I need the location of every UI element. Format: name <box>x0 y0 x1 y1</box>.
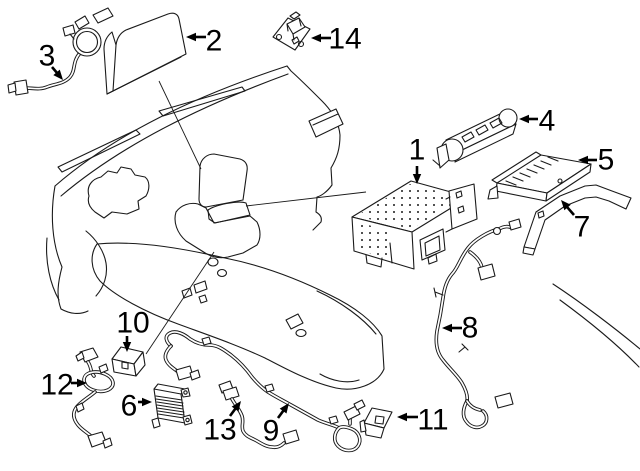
callout-arrow-head <box>519 114 529 124</box>
callout-label: 14 <box>328 23 361 56</box>
callout-label: 10 <box>116 307 149 340</box>
center-console <box>91 242 385 390</box>
callout-label: 8 <box>462 312 479 345</box>
callout-6-finned-module: 6 <box>121 390 152 423</box>
callout-label: 2 <box>206 25 223 58</box>
callout-14-module-with-bracket: 14 <box>311 23 362 56</box>
callout-label: 6 <box>121 390 138 423</box>
callout-arrow-head <box>397 412 407 422</box>
part-3-antenna-cable <box>7 7 114 96</box>
callout-label: 11 <box>417 404 448 437</box>
part-4-radio-control-unit <box>432 108 518 169</box>
callout-arrow-head <box>561 200 571 211</box>
part-2-display-screen <box>103 12 187 95</box>
callout-arrow-head <box>412 174 422 184</box>
callout-arrow-head <box>578 155 588 165</box>
leader-lines <box>145 80 367 355</box>
callout-arrow-head <box>442 323 452 333</box>
callout-arrow-head <box>279 403 289 414</box>
part-1-radio-receiver-unit <box>351 180 478 270</box>
callout-label: 12 <box>40 369 73 402</box>
callout-13-jumper-cable: 13 <box>203 401 241 447</box>
part-7-mounting-bracket <box>522 184 632 256</box>
callout-label: 13 <box>203 414 236 447</box>
center-screen-opening <box>198 153 248 208</box>
part-11-usb-connector-module <box>359 407 393 439</box>
callout-3-antenna-cable: 3 <box>39 40 63 80</box>
callout-8-wiring-harness-main: 8 <box>442 312 478 345</box>
callout-label: 1 <box>409 134 426 167</box>
callout-12-jumper-harness: 12 <box>40 369 87 402</box>
callout-7-mounting-bracket: 7 <box>561 200 590 244</box>
callout-arrow-head <box>142 397 152 407</box>
callout-arrow-head <box>53 69 63 80</box>
callout-arrow-head <box>77 378 87 388</box>
part-13-jumper-cable <box>218 380 300 450</box>
callout-10-small-module-box: 10 <box>116 307 150 352</box>
part-5-amplifier-module <box>487 151 592 202</box>
callout-5-amplifier-module: 5 <box>578 144 614 177</box>
callout-label: 4 <box>539 105 556 138</box>
part-6-finned-module <box>151 383 193 429</box>
callout-4-radio-control-unit: 4 <box>519 105 555 138</box>
callout-arrow-head <box>122 342 132 352</box>
callout-arrow-head <box>186 32 196 42</box>
part-10-small-module-box <box>111 346 146 377</box>
callout-label: 5 <box>598 144 615 177</box>
callout-label: 7 <box>574 211 591 244</box>
center-stack <box>174 202 261 259</box>
callout-arrow-head <box>311 33 321 43</box>
callout-9-wiring-harness-console: 9 <box>263 403 289 448</box>
part-8-wiring-harness-main <box>433 218 522 430</box>
callout-11-usb-connector-module: 11 <box>397 404 449 437</box>
instrument-cluster <box>87 166 150 219</box>
callout-label: 9 <box>263 415 280 448</box>
callout-1-radio-receiver-unit: 1 <box>409 134 426 184</box>
part-9-wiring-harness-console <box>163 330 366 453</box>
side-vent <box>308 108 344 138</box>
callout-arrow-head <box>231 401 241 412</box>
callout-label: 3 <box>39 40 56 73</box>
part-12-jumper-harness <box>72 347 115 449</box>
callout-2-display-screen: 2 <box>186 25 222 58</box>
part-14-module-bracket <box>272 11 311 51</box>
